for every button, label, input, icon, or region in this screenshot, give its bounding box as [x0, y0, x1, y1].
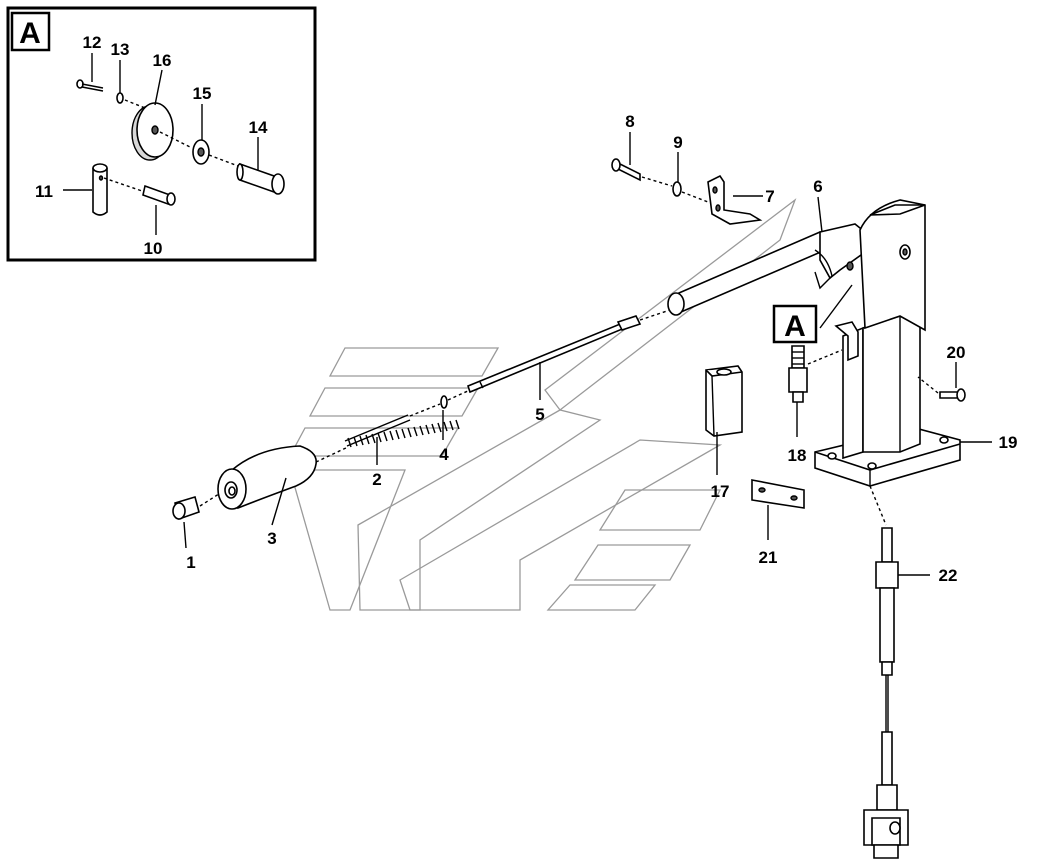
- bracket-part: [707, 174, 763, 225]
- lever-part: [667, 223, 869, 316]
- callout-1: 1: [186, 553, 195, 572]
- stand-part: [814, 199, 961, 487]
- callout-2: 2: [372, 470, 381, 489]
- detail-view-a: A: [6, 6, 317, 262]
- callout-17: 17: [711, 482, 730, 501]
- detail-view-label-box: [10, 11, 51, 52]
- pin-part: [142, 184, 176, 206]
- detail-view-label: A: [19, 17, 41, 50]
- bolt-part: [611, 158, 641, 182]
- callout-10: 10: [144, 239, 163, 258]
- detail-reference-tag: A: [772, 284, 853, 344]
- spring-part: [344, 414, 460, 448]
- callout-21: 21: [759, 548, 778, 567]
- callout-11: 11: [35, 182, 53, 201]
- callout-9: 9: [673, 133, 682, 152]
- callout-16: 16: [153, 51, 172, 70]
- callout-20: 20: [947, 343, 966, 362]
- callout-12: 12: [83, 33, 102, 52]
- screw-part: [76, 79, 104, 92]
- sleeve-part: [705, 365, 743, 437]
- callout-3: 3: [267, 529, 276, 548]
- callout-14: 14: [249, 118, 268, 137]
- callout-5: 5: [535, 405, 544, 424]
- end-cap-part: [172, 495, 200, 521]
- callout-19: 19: [999, 433, 1018, 452]
- callout-18: 18: [788, 446, 807, 465]
- plate-part: [751, 479, 805, 509]
- callout-15: 15: [193, 84, 212, 103]
- callout-8: 8: [625, 112, 634, 131]
- washer-part: [192, 139, 210, 165]
- washer-part: [116, 92, 124, 104]
- sensor-part: [788, 345, 808, 403]
- sleeve-part: [92, 163, 108, 216]
- push-rod-part: [467, 315, 642, 394]
- callout-13: 13: [111, 40, 130, 59]
- watermark-logo: [288, 198, 797, 611]
- washer-part: [672, 181, 682, 197]
- pin-part: [236, 162, 285, 195]
- reference-tag-label: A: [784, 310, 806, 343]
- bolt-part: [939, 388, 966, 402]
- cable-part: [863, 485, 909, 859]
- washer-part: [440, 395, 448, 409]
- callout-22: 22: [939, 566, 958, 585]
- handle-knob-part: [217, 445, 317, 510]
- callout-7: 7: [765, 187, 774, 206]
- gear-part: [131, 102, 174, 161]
- callout-6: 6: [813, 177, 822, 196]
- callout-4: 4: [439, 445, 449, 464]
